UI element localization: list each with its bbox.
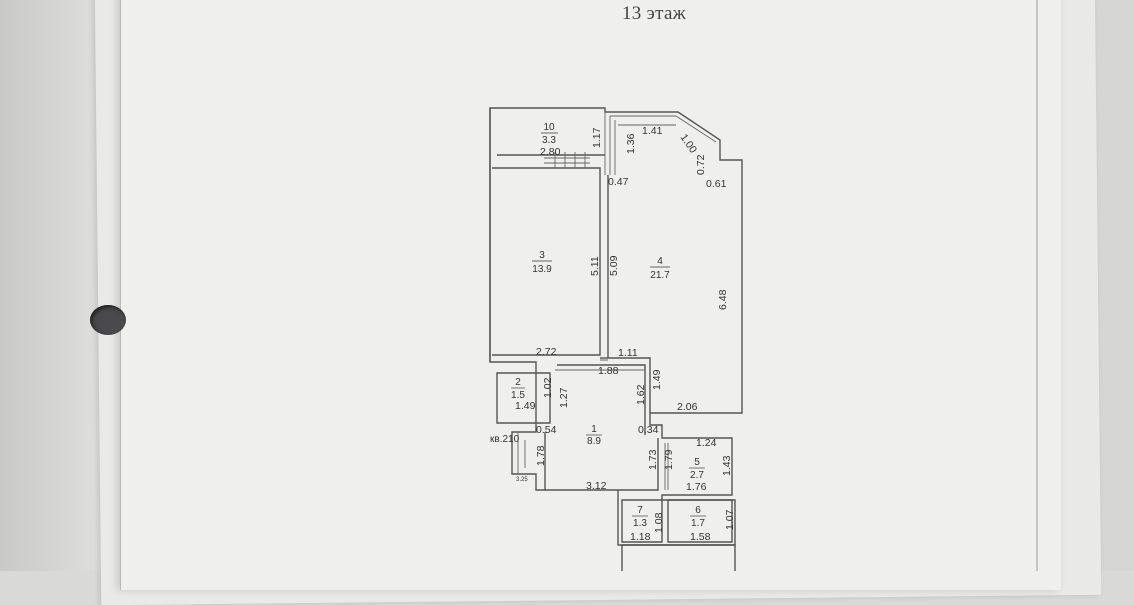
dimension-label: 1.79 [663,449,675,470]
floor-plan: 10 3.3 3 13.9 4 21.7 2 1.5 1 8.9 5 2.7 7… [489,107,743,571]
room-number: 2 [515,377,521,388]
room-number: 1 [591,424,597,435]
room-number: 5 [694,457,700,468]
dimension-label: 1.62 [635,384,647,405]
dimension-label: 0.61 [706,178,727,190]
plan-details [517,112,717,490]
room-number: 7 [637,505,643,516]
room-10: 10 3.3 [541,122,558,146]
room-area: 1.7 [691,518,705,529]
dimension-label: 1.36 [625,133,637,154]
dimension-label: 3.12 [586,480,607,492]
page-edge [1036,0,1038,571]
dimension-label: 1.73 [647,449,659,470]
room-2: 2 1.5 [511,377,525,401]
apartment-label: кв.210 [490,434,520,445]
room-area: 3.3 [542,135,556,146]
dimension-label: 1.07 [724,509,736,530]
room-number: 3 [539,250,545,261]
dimension-label: 2.06 [677,401,698,413]
plan-walls [489,107,743,571]
room-5: 5 2.7 [689,457,705,481]
dimension-label: 1.11 [618,347,638,359]
dimension-label: 1.88 [598,365,619,377]
room-6: 6 1.7 [690,505,706,529]
room-number: 4 [657,256,663,267]
dimension-label: 1.49 [651,369,663,390]
room-3: 3 13.9 [532,250,552,275]
dimension-label: 2.80 [540,146,561,158]
floor-title: 13 этаж [622,3,687,24]
dimension-label: 1.00 [678,132,700,156]
dimension-label: 1.08 [653,512,665,533]
room-area: 21.7 [650,270,670,281]
room-4: 4 21.7 [650,256,670,281]
dimension-label: 1.78 [535,445,547,466]
dimension-label: 1.76 [686,481,707,493]
dimension-label: 1.02 [542,377,554,398]
room-area: 13.9 [532,264,552,275]
dimension-label: 0.47 [608,176,629,188]
dimension-label: 1.17 [591,127,603,148]
dimension-label: 1.58 [690,531,711,543]
dimension-label: 1.49 [515,400,536,412]
dimension-label: 0.72 [695,154,707,175]
dimension-label: 1.27 [558,387,570,408]
document-page [120,0,1061,590]
dimension-label: 5.09 [608,255,620,276]
dimension-label: 1.18 [630,531,651,543]
room-number: 10 [543,122,555,133]
dimension-label: 0.54 [536,424,557,436]
room-1: 1 8.9 [586,424,602,447]
room-number: 6 [695,505,701,516]
dimension-label: 1.43 [721,455,733,476]
room-area: 8.9 [587,436,601,447]
dimension-label: 3.25 [516,477,528,483]
dimension-labels: 2.80 1.17 1.41 1.36 1.00 0.72 0.47 0.61 … [515,125,736,543]
room-area: 1.3 [633,518,647,529]
room-7: 7 1.3 [632,505,648,529]
binder-hole [90,305,126,335]
dimension-label: 5.11 [589,256,601,276]
room-area: 1.5 [511,390,525,401]
dimension-label: 1.24 [696,437,717,449]
room-area: 2.7 [690,470,704,481]
dimension-label: 2.72 [536,346,557,358]
dimension-label: 0.34 [638,424,659,436]
dimension-label: 6.48 [717,289,729,310]
dimension-label: 1.41 [642,125,663,137]
